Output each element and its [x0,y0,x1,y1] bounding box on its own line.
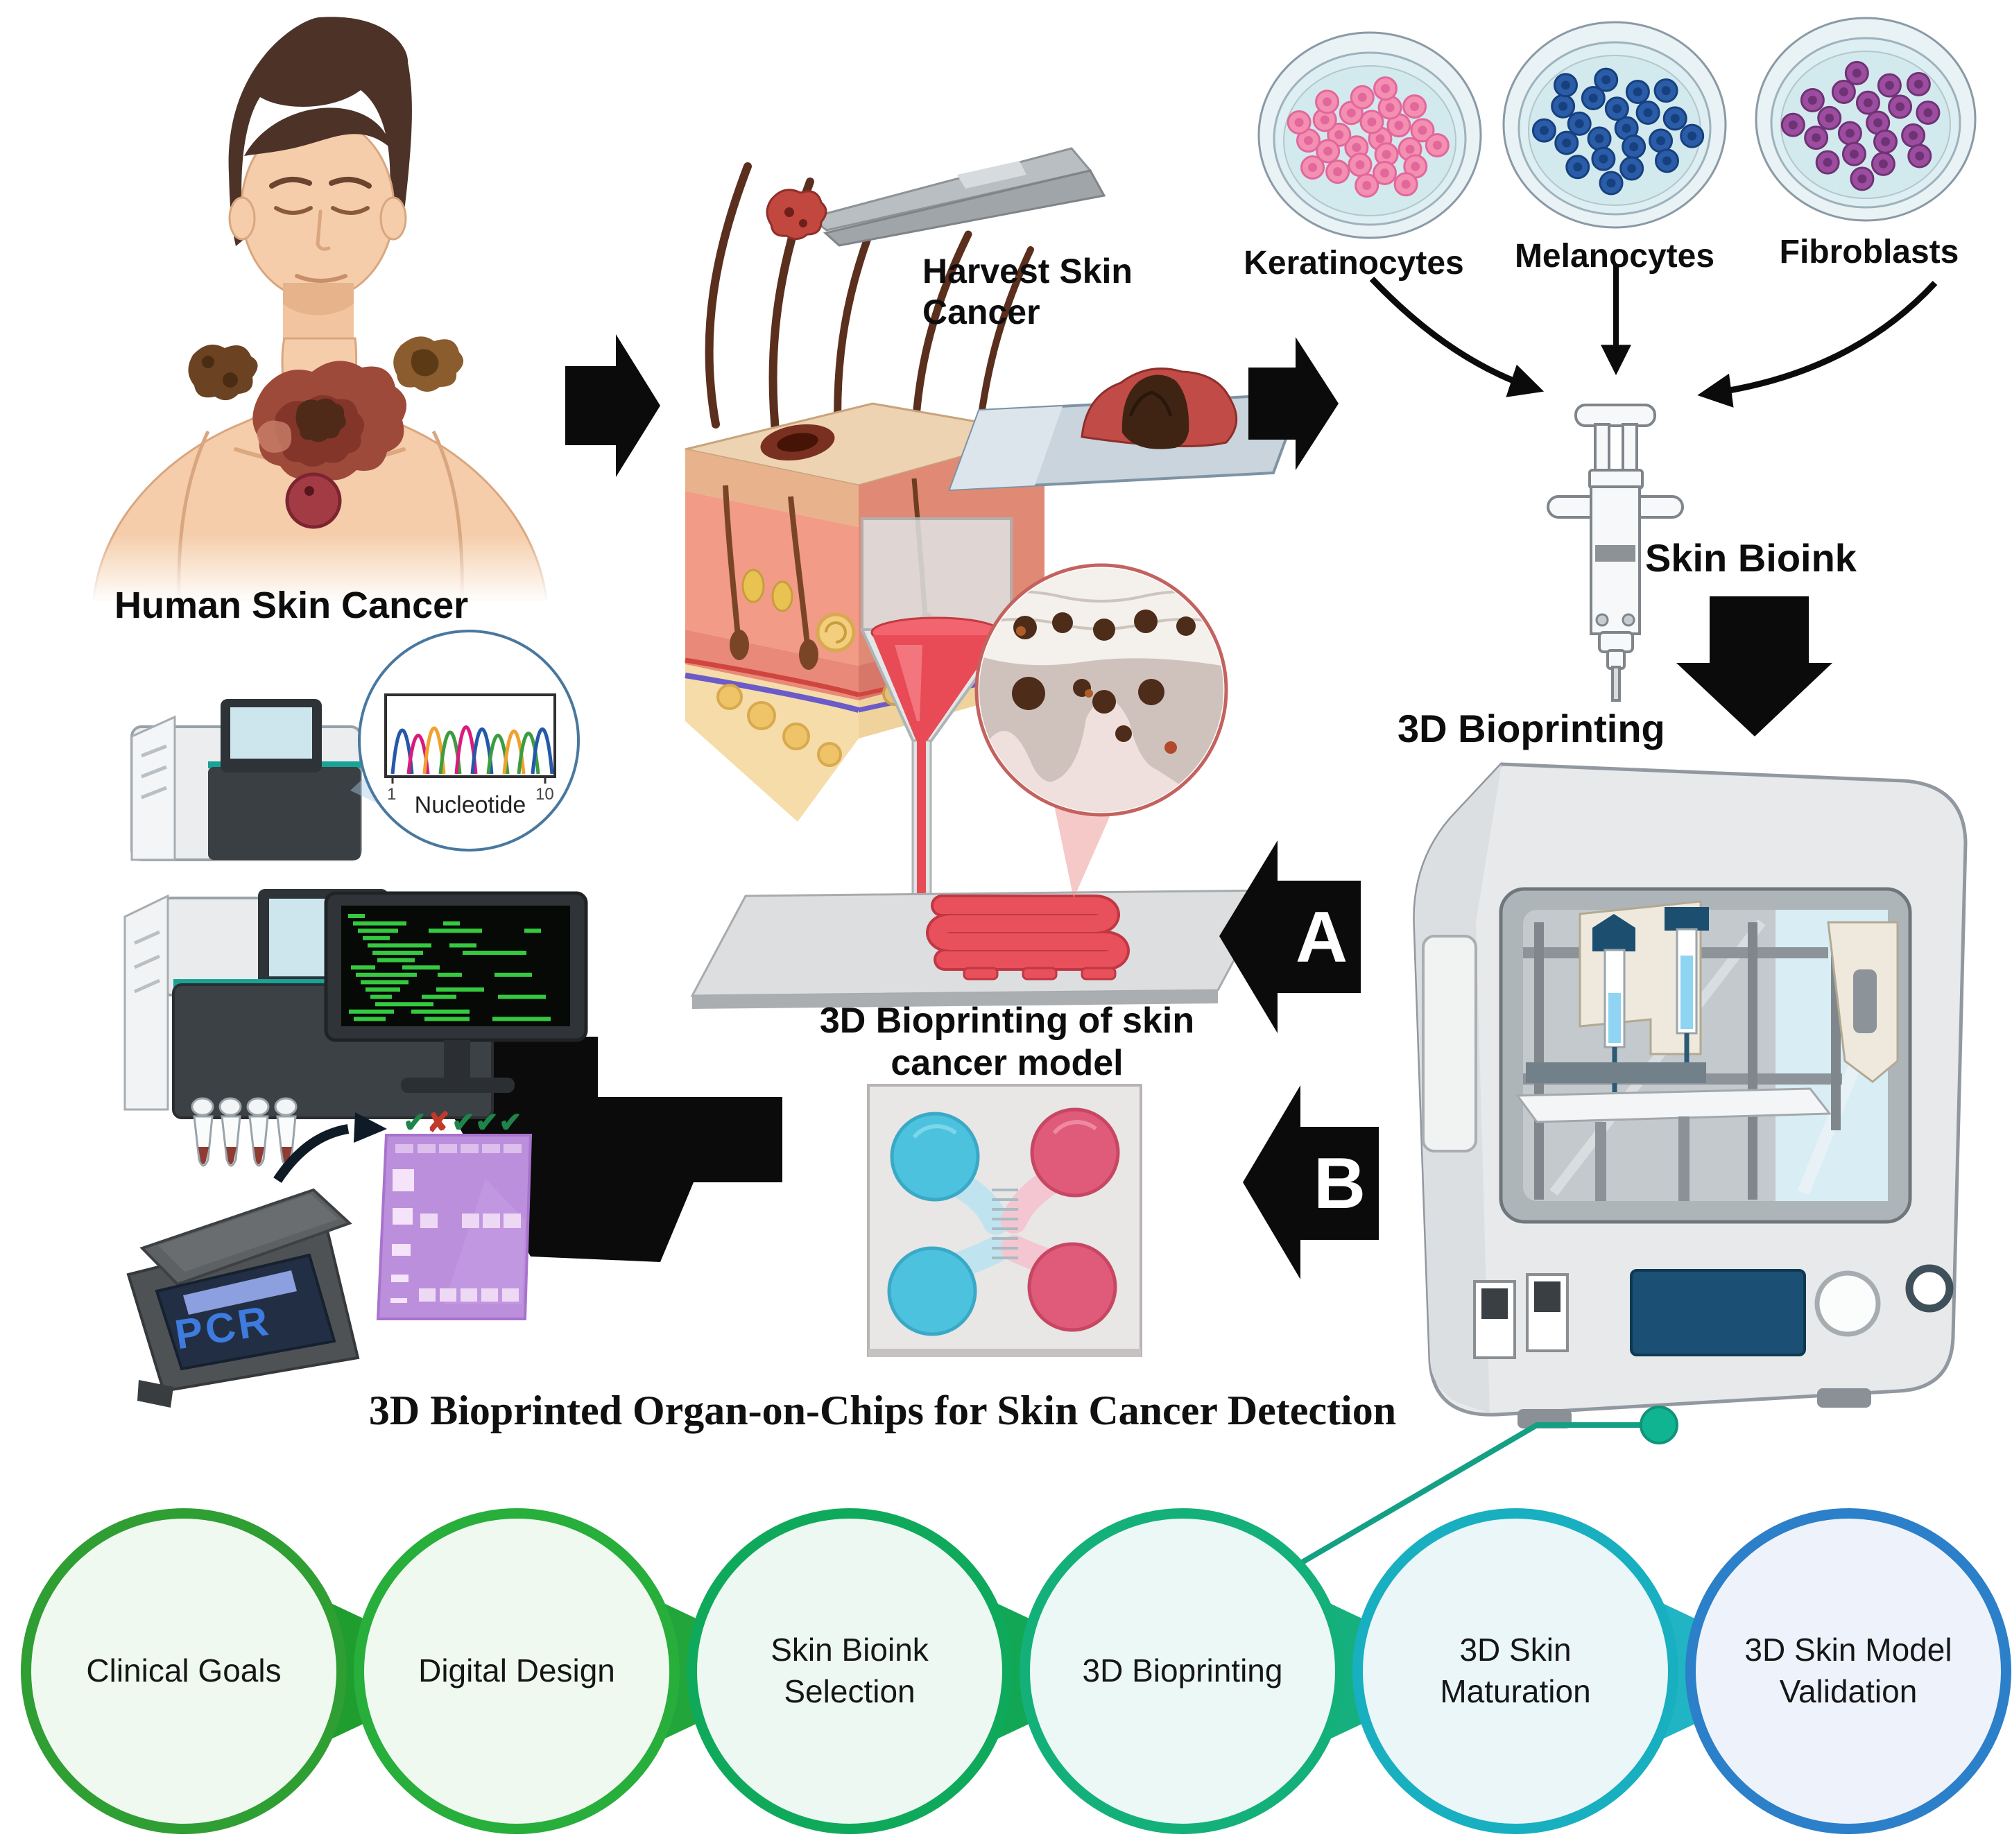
skin-lesion-center [252,361,407,481]
workflow-step-3d-skin-model-validation: 3D Skin Model Validation [1685,1508,2011,1834]
melanocytes-label: Melanocytes [1514,238,1715,275]
printer-control-panel [1473,1264,1954,1359]
gel-mark-3: ✔ [452,1107,475,1138]
histology-inset [974,563,1228,817]
pcr-tubes [191,1097,298,1167]
gel-mark-4: ✔ [475,1107,499,1138]
arrow-a-label: A [1296,897,1348,978]
inset-beam [1053,795,1119,899]
microscope-slide [948,368,1305,492]
arrow-human-to-harvest [565,334,660,477]
workflow-step-label: 3D Skin Maturation [1440,1632,1591,1709]
gel-mark-5: ✔ [499,1107,522,1138]
bioprinting-label: 3D Bioprinting [1398,707,1665,750]
petri-dish-melanocytes [1502,21,1727,229]
workflow-step-skin-bioink-selection: Skin Bioink Selection [687,1508,1013,1834]
chromatogram-tick-start: 1 [387,785,397,804]
nucleotide-inset [358,630,580,852]
convergence-arrow-keratinocytes [1369,276,1545,397]
skin-lesion-left [188,344,258,401]
workflow-step-label: Clinical Goals [86,1652,282,1689]
petri-dish-keratinocytes [1257,31,1482,239]
bioprinter [1413,762,1968,1428]
gel-mark-2: ✘ [427,1107,450,1138]
arrow-bioink-to-printer [1676,596,1832,736]
gel-mark-1: ✔ [403,1107,427,1138]
arrow-a [1219,840,1361,1033]
fibroblasts-label: Fibroblasts [1779,234,1959,270]
workflow-step-label: 3D Bioprinting [1082,1652,1283,1689]
human-figure [69,17,569,603]
workflow-step-3d-bioprinting: 3D Bioprinting [1020,1508,1345,1834]
nucleotide-label: Nucleotide [414,792,526,818]
workflow-step-label: Skin Bioink Selection [771,1632,929,1709]
skin-bioink-label: Skin Bioink [1645,536,1857,580]
workflow-step-digital-design: Digital Design [354,1508,680,1834]
model-label: 3D Bioprinting of skin cancer model [819,1001,1195,1084]
bioink-syringe [1547,404,1684,702]
workflow-step-3d-skin-maturation: 3D Skin Maturation [1352,1508,1678,1834]
workflow-step-label: Digital Design [418,1652,615,1689]
arrow-b-label: B [1314,1143,1366,1224]
workflow-callout-line [1289,1406,1678,1571]
workflow-step-label: 3D Skin Model Validation [1744,1632,1952,1709]
chromatogram-tick-end: 10 [535,785,554,804]
arrow-harvest-to-cells [1248,337,1339,470]
tumor-on-skin [760,424,835,461]
human-skin-cancer-label: Human Skin Cancer [114,585,469,626]
petri-dish-fibroblasts [1755,17,1977,222]
organ-on-chip [867,1084,1142,1357]
skin-lesion-round [285,472,342,529]
sequencer-1 [130,699,362,861]
workflow-step-clinical-goals: Clinical Goals [21,1508,347,1834]
pcr-machine [126,1188,360,1408]
bioprinting-nozzle [859,517,1014,956]
arrow-b [1243,1085,1379,1279]
tumor-sample [766,189,827,240]
skin-lesion-right [393,336,464,392]
printer-syringe-2 [1665,907,1709,1082]
convergence-arrow-fibroblasts [1697,280,1938,408]
chromatogram [384,693,556,784]
caption: 3D Bioprinted Organ-on-Chips for Skin Ca… [368,1388,1397,1433]
arrow-tubes-to-gel [273,1112,387,1183]
harvest-skin-cancer-label: Harvest Skin Cancer [922,252,1133,331]
electrophoresis-gel [376,1134,533,1320]
code-monitor [324,891,588,1093]
printed-skin-model [926,895,1130,981]
keratinocytes-label: Keratinocytes [1244,245,1464,282]
tweezers-icon [807,147,1106,247]
